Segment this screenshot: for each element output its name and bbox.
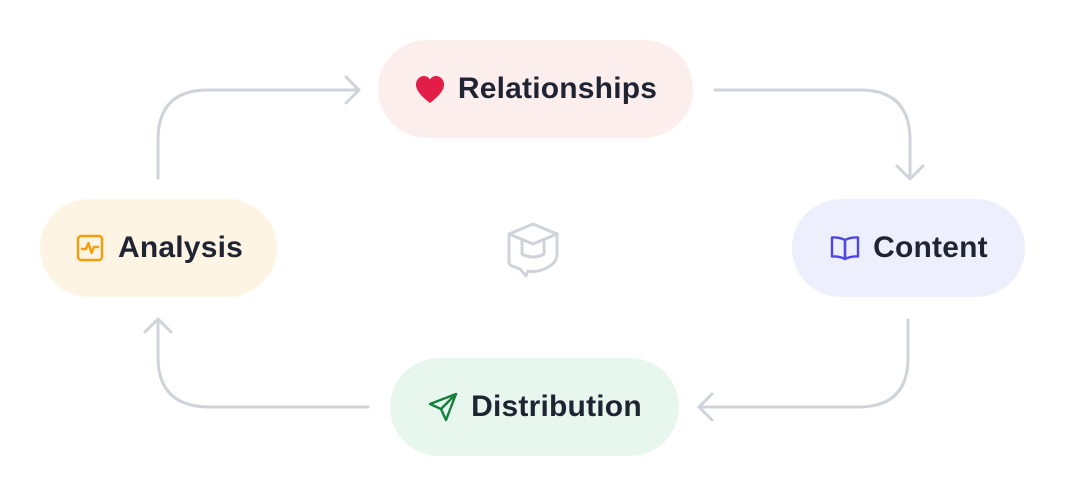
arrowhead-up-icon [143, 317, 173, 334]
connector-analysis-to-relationships [156, 88, 360, 180]
connector-content-to-distribution [698, 318, 910, 409]
node-analysis: Analysis [40, 199, 277, 297]
arrowhead-left-icon [697, 392, 714, 422]
node-label: Relationships [457, 72, 658, 105]
node-label: Content [873, 231, 988, 264]
node-label: Analysis [118, 231, 243, 264]
connector-distribution-to-analysis [156, 318, 370, 409]
node-distribution: Distribution [390, 358, 679, 456]
node-relationships: Relationships [378, 40, 693, 138]
graduation-cap-chat-logo-icon [500, 216, 566, 282]
node-content: Content [792, 199, 1025, 297]
node-label: Distribution [471, 390, 642, 423]
arrowhead-down-icon [895, 164, 925, 181]
heart-icon [414, 73, 446, 105]
arrowhead-right-icon [344, 75, 361, 105]
connector-relationships-to-content [713, 88, 912, 180]
paper-plane-icon [427, 391, 459, 423]
open-book-icon [829, 232, 861, 264]
activity-chart-icon [74, 232, 106, 264]
